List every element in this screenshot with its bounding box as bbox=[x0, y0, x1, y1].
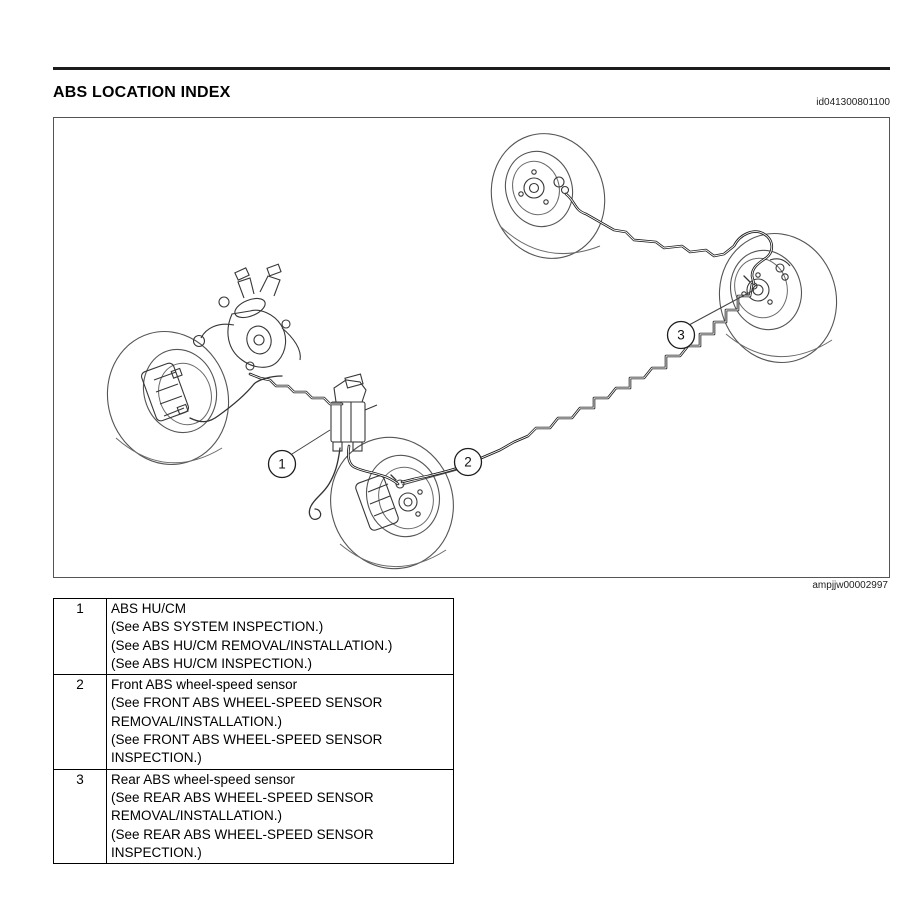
top-rule bbox=[53, 67, 890, 70]
table-row: 2 Front ABS wheel-speed sensor (See FRON… bbox=[53, 674, 454, 770]
rear-right-wheel bbox=[718, 232, 838, 364]
front-right-brake-caliper bbox=[355, 475, 399, 531]
component-name: Front ABS wheel-speed sensor bbox=[111, 677, 298, 693]
see-reference: (See FRONT ABS WHEEL-SPEED SENSOR REMOVA… bbox=[111, 695, 383, 729]
callout-1: 1 bbox=[267, 429, 331, 479]
row-number: 3 bbox=[53, 768, 107, 865]
figure-code: ampjjw00002997 bbox=[812, 580, 888, 591]
doc-id: id041300801100 bbox=[816, 97, 890, 108]
abs-diagram-svg: 1 2 3 bbox=[106, 133, 838, 570]
location-index-table: 1 ABS HU/CM (See ABS SYSTEM INSPECTION.)… bbox=[53, 597, 454, 865]
component-name: Rear ABS wheel-speed sensor bbox=[111, 771, 295, 787]
row-number: 1 bbox=[53, 597, 107, 676]
component-name: ABS HU/CM bbox=[111, 601, 187, 616]
row-number: 2 bbox=[53, 674, 107, 770]
front-right-wheel bbox=[330, 436, 454, 570]
row-description: Rear ABS wheel-speed sensor (See REAR AB… bbox=[106, 768, 454, 865]
front-suspension-knuckle bbox=[192, 263, 301, 371]
callout-2: 2 bbox=[401, 447, 483, 486]
hu-cm-harness-hook bbox=[308, 447, 341, 520]
callout-1-label: 1 bbox=[278, 457, 286, 472]
callout-2-label: 2 bbox=[464, 455, 472, 470]
rear-left-wheel bbox=[490, 133, 606, 259]
abs-harness-lines bbox=[189, 192, 774, 520]
see-reference: (See REAR ABS WHEEL-SPEED SENSOR REMOVAL… bbox=[111, 789, 374, 824]
table-row: 1 ABS HU/CM (See ABS SYSTEM INSPECTION.)… bbox=[53, 597, 454, 676]
abs-location-diagram: 1 2 3 bbox=[53, 117, 890, 578]
front-left-sensor-wire bbox=[189, 375, 283, 423]
front-left-wheel bbox=[106, 330, 230, 466]
row-description: ABS HU/CM (See ABS SYSTEM INSPECTION.) (… bbox=[106, 597, 454, 676]
table-row: 3 Rear ABS wheel-speed sensor (See REAR … bbox=[53, 768, 454, 865]
front-left-brake-caliper bbox=[140, 362, 190, 422]
abs-hu-cm-unit bbox=[330, 373, 378, 452]
see-reference: (See FRONT ABS WHEEL-SPEED SENSOR INSPEC… bbox=[111, 732, 383, 766]
see-reference: (See ABS HU/CM INSPECTION.) bbox=[111, 655, 313, 671]
see-reference: (See REAR ABS WHEEL-SPEED SENSOR INSPECT… bbox=[111, 826, 374, 860]
rear-left-wheel-speed-sensor bbox=[553, 176, 570, 195]
see-reference: (See ABS SYSTEM INSPECTION.) bbox=[111, 619, 324, 635]
callout-3: 3 bbox=[666, 289, 755, 350]
row-description: Front ABS wheel-speed sensor (See FRONT … bbox=[106, 674, 454, 770]
callout-3-label: 3 bbox=[677, 328, 685, 343]
see-reference: (See ABS HU/CM REMOVAL/INSTALLATION.) bbox=[111, 637, 393, 653]
page-title: ABS LOCATION INDEX bbox=[53, 84, 231, 101]
